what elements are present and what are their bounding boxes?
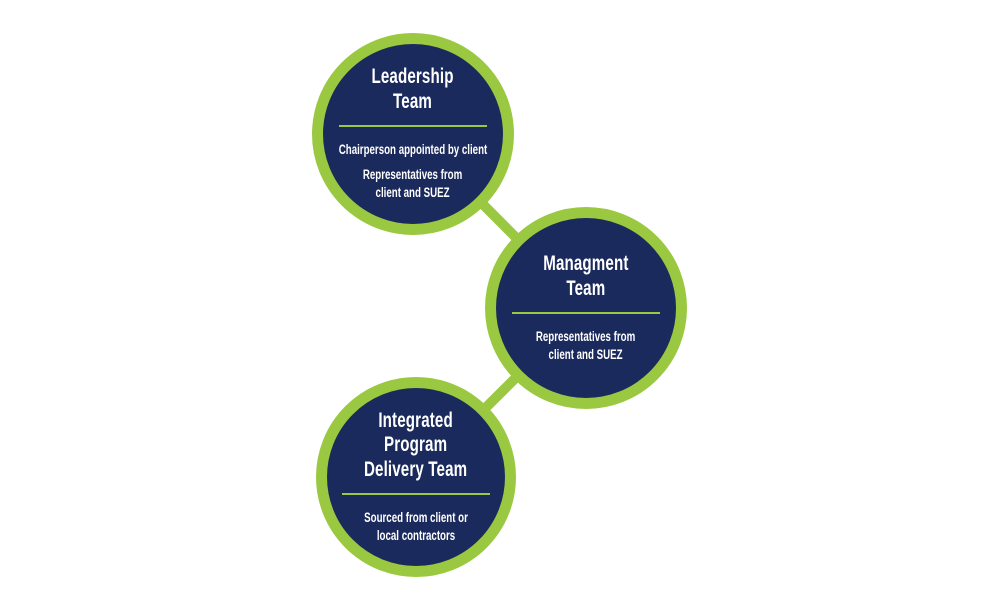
node-divider [339, 124, 487, 127]
node-detail-text: Chairperson appointed by client [338, 141, 488, 157]
node-detail: Representatives from client and SUEZ [517, 328, 655, 364]
node-title: Leadership Team [356, 65, 470, 115]
node-detail-text: Sourced from client or local contractors [364, 509, 468, 544]
node-title: Integrated Program Delivery Team [344, 409, 487, 483]
node-title: Managment Team [527, 252, 645, 302]
node-title-text: Leadership Team [371, 65, 455, 114]
node-detail: Chairperson appointed by client [323, 141, 503, 159]
node-detail-text: Representatives from client and SUEZ [363, 167, 463, 201]
node-detail: Representatives from client and SUEZ [344, 166, 482, 202]
node-title-text: Managment Team [543, 252, 629, 300]
node-detail-text: Representatives from client and SUEZ [536, 328, 636, 362]
node-divider [512, 311, 660, 314]
node-divider [342, 492, 490, 495]
node-detail: Sourced from client or local contractors [344, 509, 488, 545]
node-management-team: Managment Team Representatives from clie… [485, 207, 687, 409]
node-leadership-team: Leadership Team Chairperson appointed by… [312, 33, 514, 235]
node-title-text: Integrated Program Delivery Team [364, 408, 468, 482]
node-integrated-program-delivery-team: Integrated Program Delivery Team Sourced… [316, 377, 516, 577]
